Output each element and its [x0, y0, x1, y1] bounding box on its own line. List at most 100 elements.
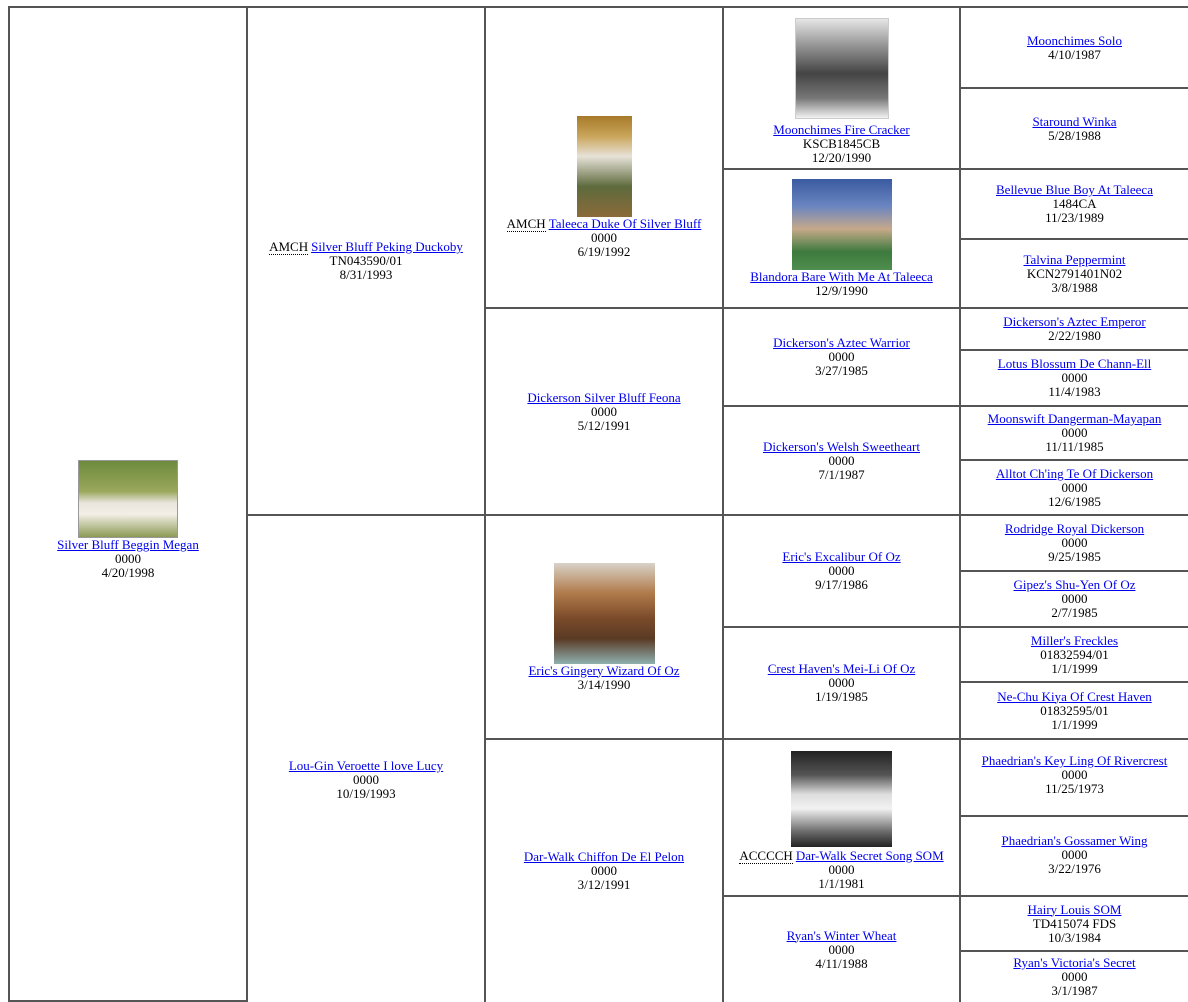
- gen4-3-link[interactable]: Dickerson's Aztec Warrior: [773, 335, 910, 350]
- gen4-5-dob: 9/17/1986: [815, 577, 868, 592]
- gen4-4-dob: 7/1/1987: [818, 466, 865, 482]
- gen4-6-reg: 0000: [828, 675, 855, 690]
- gen5-cell-9: Rodridge Royal Dickerson 0000 9/25/1985: [961, 516, 1188, 572]
- gen4-2-dob: 12/9/1990: [815, 283, 868, 298]
- title-badge: AMCH: [506, 216, 546, 232]
- gen5-15-dob: 10/3/1984: [1048, 929, 1101, 945]
- gen5-10-dob: 2/7/1985: [1051, 605, 1098, 620]
- gen5-cell-11: Miller's Freckles 01832594/01 1/1/1999: [961, 628, 1188, 683]
- gen5-9-link[interactable]: Rodridge Royal Dickerson: [1004, 521, 1145, 536]
- gen5-15-link[interactable]: Hairy Louis SOM: [1027, 901, 1122, 917]
- gen2-dam-dob: 10/19/1993: [336, 786, 396, 801]
- gen5-cell-7: Moonswift Dangerman-Mayapan 0000 11/11/1…: [961, 407, 1188, 461]
- gen4-1-link[interactable]: Moonchimes Fire Cracker: [773, 121, 910, 137]
- gen5-cell-12: Ne-Chu Kiya Of Crest Haven 01832595/01 1…: [961, 683, 1188, 740]
- gen5-12-dob: 1/1/1999: [1051, 716, 1098, 732]
- gen2-sire-dob: 8/31/1993: [339, 267, 393, 282]
- gen4-8-dob: 4/11/1988: [815, 955, 868, 971]
- gen5-cell-14: Phaedrian's Gossamer Wing 0000 3/22/1976: [961, 817, 1188, 897]
- gen5-16-dob: 3/1/1987: [1051, 983, 1098, 998]
- gen5-8-link[interactable]: Alltot Ch'ing Te Of Dickerson: [995, 465, 1154, 481]
- gen4-1-dob: 12/20/1990: [811, 149, 872, 165]
- title-badge: ACCCCH: [739, 847, 793, 864]
- gen1-name-link[interactable]: Silver Bluff Beggin Megan: [57, 537, 199, 552]
- gen5-8-reg: 0000: [1061, 479, 1088, 495]
- gen2-sire-link[interactable]: Silver Bluff Peking Duckoby: [311, 239, 463, 254]
- gen5-11-dob: 1/1/1999: [1051, 660, 1098, 676]
- gen5-16-reg: 0000: [1061, 969, 1088, 984]
- gen5-cell-13: Phaedrian's Key Ling Of Rivercrest 0000 …: [961, 740, 1188, 817]
- gen4-5-link[interactable]: Eric's Excalibur Of Oz: [782, 549, 901, 564]
- gen1-dob: 4/20/1998: [101, 565, 155, 580]
- gen3-1-link[interactable]: Taleeca Duke Of Silver Bluff: [548, 216, 702, 231]
- gen4-8-link[interactable]: Ryan's Winter Wheat: [786, 927, 897, 943]
- gen3-cell-3: Eric's Gingery Wizard Of Oz 3/14/1990: [486, 516, 724, 740]
- gen4-4-link[interactable]: Dickerson's Welsh Sweetheart: [762, 438, 920, 454]
- gen5-14-reg: 0000: [1061, 847, 1088, 862]
- gen4-cell-4: Dickerson's Welsh Sweetheart 0000 7/1/19…: [724, 407, 961, 516]
- gen5-10-reg: 0000: [1061, 591, 1088, 606]
- gen3-2-link[interactable]: Dickerson Silver Bluff Feona: [527, 389, 681, 405]
- gen5-9-reg: 0000: [1061, 535, 1088, 550]
- gen5-cell-3: Bellevue Blue Boy At Taleeca 1484CA 11/2…: [961, 170, 1188, 240]
- gen5-13-reg: 0000: [1061, 767, 1088, 782]
- gen5-6-link[interactable]: Lotus Blossum De Chann-Ell: [997, 356, 1152, 371]
- gen5-4-dob: 3/8/1988: [1051, 279, 1098, 295]
- chart-left-border: [8, 6, 10, 1002]
- gen2-dam-link[interactable]: Lou-Gin Veroette I love Lucy: [288, 758, 444, 773]
- gen4-7-link[interactable]: Dar-Walk Secret Song SOM: [795, 847, 944, 863]
- gen4-cell-5: Eric's Excalibur Of Oz 0000 9/17/1986: [724, 516, 961, 628]
- gen4-7-dob: 1/1/1981: [818, 875, 865, 891]
- chart-top-border: [8, 6, 1188, 8]
- gen5-3-link[interactable]: Bellevue Blue Boy At Taleeca: [996, 182, 1153, 197]
- gen3-4-link[interactable]: Dar-Walk Chiffon De El Pelon: [523, 849, 685, 864]
- gen5-7-reg: 0000: [1061, 425, 1088, 440]
- gen5-11-reg: 01832594/01: [1040, 646, 1109, 662]
- gen4-cell-1: Moonchimes Fire Cracker KSCB1845CB 12/20…: [724, 8, 961, 170]
- gen5-10-link[interactable]: Gipez's Shu-Yen Of Oz: [1013, 577, 1136, 592]
- dog-photo-erics-gingery: [553, 562, 655, 664]
- gen3-2-dob: 5/12/1991: [577, 417, 631, 433]
- gen5-11-link[interactable]: Miller's Freckles: [1030, 632, 1119, 648]
- gen3-2-reg: 0000: [591, 403, 617, 419]
- gen5-cell-10: Gipez's Shu-Yen Of Oz 0000 2/7/1985: [961, 572, 1188, 628]
- gen5-2-link[interactable]: Staround Winka: [1032, 114, 1117, 129]
- gen3-4-dob: 3/12/1991: [577, 877, 631, 892]
- dog-photo-dar-walk-secret-song: [791, 750, 892, 847]
- gen5-16-link[interactable]: Ryan's Victoria's Secret: [1013, 955, 1136, 970]
- gen5-15-reg: TD415074 FDS: [1032, 915, 1117, 931]
- gen5-cell-8: Alltot Ch'ing Te Of Dickerson 0000 12/6/…: [961, 461, 1188, 516]
- title-badge: AMCH: [269, 239, 309, 255]
- gen5-12-link[interactable]: Ne-Chu Kiya Of Crest Haven: [997, 688, 1152, 704]
- gen5-cell-16: Ryan's Victoria's Secret 0000 3/1/1987: [961, 952, 1188, 1002]
- gen3-1-dob: 6/19/1992: [577, 244, 631, 259]
- gen5-14-link[interactable]: Phaedrian's Gossamer Wing: [1001, 833, 1148, 848]
- gen5-13-link[interactable]: Phaedrian's Key Ling Of Rivercrest: [981, 753, 1168, 768]
- gen2-sire-reg: TN043590/01: [329, 253, 403, 268]
- gen4-6-link[interactable]: Crest Haven's Mei-Li Of Oz: [767, 661, 916, 676]
- gen4-2-link[interactable]: Blandora Bare With Me At Taleeca: [750, 269, 933, 284]
- dog-photo-blandora: [791, 179, 892, 270]
- gen5-14-dob: 3/22/1976: [1048, 861, 1101, 876]
- gen5-4-link[interactable]: Talvina Peppermint: [1023, 251, 1126, 267]
- gen5-13-dob: 11/25/1973: [1045, 781, 1104, 796]
- gen5-6-dob: 11/4/1983: [1048, 384, 1101, 399]
- gen5-cell-15: Hairy Louis SOM TD415074 FDS 10/3/1984: [961, 897, 1188, 952]
- gen5-9-dob: 9/25/1985: [1048, 549, 1101, 564]
- gen4-3-reg: 0000: [828, 349, 855, 364]
- gen3-3-link[interactable]: Eric's Gingery Wizard Of Oz: [528, 662, 680, 678]
- gen5-5-link[interactable]: Dickerson's Aztec Emperor: [1003, 314, 1146, 329]
- gen5-1-link[interactable]: Moonchimes Solo: [1027, 33, 1122, 48]
- gen1-cell: Silver Bluff Beggin Megan 0000 4/20/1998: [10, 8, 248, 1002]
- gen5-1-dob: 4/10/1987: [1048, 47, 1101, 62]
- gen5-7-link[interactable]: Moonswift Dangerman-Mayapan: [987, 411, 1162, 426]
- gen4-6-dob: 1/19/1985: [815, 689, 868, 704]
- gen5-cell-6: Lotus Blossum De Chann-Ell 0000 11/4/198…: [961, 351, 1188, 407]
- gen4-cell-3: Dickerson's Aztec Warrior 0000 3/27/1985: [724, 309, 961, 407]
